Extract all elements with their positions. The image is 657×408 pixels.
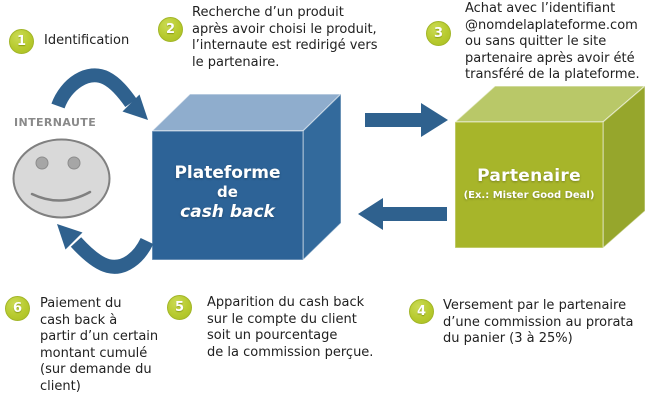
platform-cube-front-face: [151, 130, 304, 261]
step-1-text: Identification: [44, 33, 130, 48]
platform-cube-label-line2: de: [217, 183, 238, 201]
arrow-platform-to-internaute-icon: [57, 224, 154, 274]
step-1-badge: 1: [9, 29, 34, 54]
platform-cube-label-line1: Plateforme: [174, 163, 281, 183]
step-5-badge: 5: [167, 295, 192, 320]
step-2-badge: 2: [158, 17, 183, 42]
partner-cube-label: Partenaire (Ex.: Mister Good Deal): [455, 167, 603, 202]
step-6-text: Paiement du cash back à partir d’un cert…: [40, 296, 159, 394]
platform-cube-label: Plateforme de cash back: [152, 163, 303, 223]
partner-cube-title: Partenaire: [477, 166, 581, 186]
step-2-text: Recherche d’un produit après avoir chois…: [192, 5, 378, 70]
step-3-badge: 3: [426, 21, 451, 46]
internaute-label: INTERNAUTE: [14, 116, 97, 129]
step-5-text: Apparition du cash back sur le compte du…: [207, 295, 374, 360]
platform-cube: [150, 92, 343, 262]
step-4-text: Versement par le partenaire d’une commis…: [443, 298, 634, 346]
step-6-badge: 6: [5, 296, 30, 321]
arrow-internaute-to-platform-icon: [51, 68, 148, 120]
step-3-text: Achat avec l’identifiant @nomdelaplatefo…: [465, 1, 640, 82]
partner-cube: [453, 84, 647, 250]
arrow-partner-to-platform-icon: [358, 198, 447, 230]
smiley-face-icon: [12, 138, 111, 219]
step-4-badge: 4: [409, 299, 434, 324]
partner-cube-front-face: [454, 121, 604, 249]
partner-cube-subtitle: (Ex.: Mister Good Deal): [463, 190, 595, 201]
platform-cube-label-line3: cash back: [180, 202, 275, 222]
arrow-platform-to-partner-icon: [365, 103, 448, 137]
